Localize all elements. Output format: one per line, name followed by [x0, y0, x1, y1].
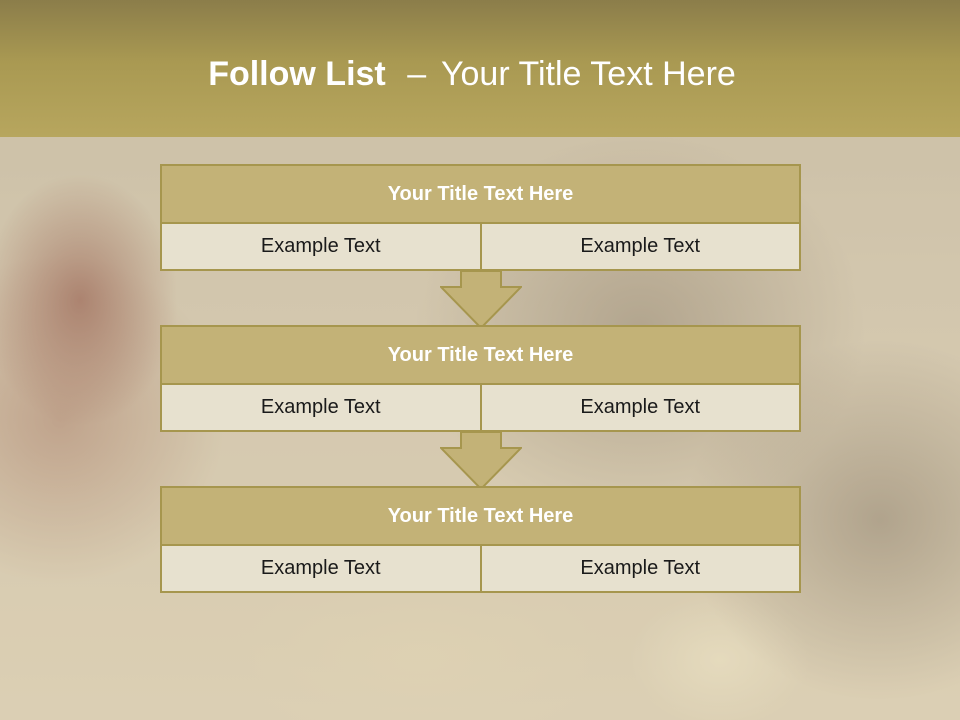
slide-title-bold: Follow List — [208, 55, 386, 93]
slide-title-rest: Your Title Text Here — [440, 55, 736, 93]
step-box-1: Your Title Text Here Example Text Exampl… — [160, 164, 801, 271]
slide-title-dash: – — [407, 55, 427, 93]
step-2-right-text: Example Text — [481, 385, 799, 430]
step-1-right-text: Example Text — [481, 224, 799, 269]
step-2-left-text: Example Text — [162, 385, 480, 430]
step-title-2: Your Title Text Here — [162, 327, 799, 383]
slide-title: Follow List – Your Title Text Here — [0, 55, 944, 94]
down-arrow-icon-2 — [440, 431, 522, 491]
step-3-right-text: Example Text — [481, 546, 799, 591]
step-title-3: Your Title Text Here — [162, 488, 799, 544]
step-title-1: Your Title Text Here — [162, 166, 799, 222]
down-arrow-icon-1 — [440, 270, 522, 330]
step-box-2: Your Title Text Here Example Text Exampl… — [160, 325, 801, 432]
step-3-left-text: Example Text — [162, 546, 480, 591]
step-box-3: Your Title Text Here Example Text Exampl… — [160, 486, 801, 593]
step-1-left-text: Example Text — [162, 224, 480, 269]
title-banner — [0, 0, 960, 137]
